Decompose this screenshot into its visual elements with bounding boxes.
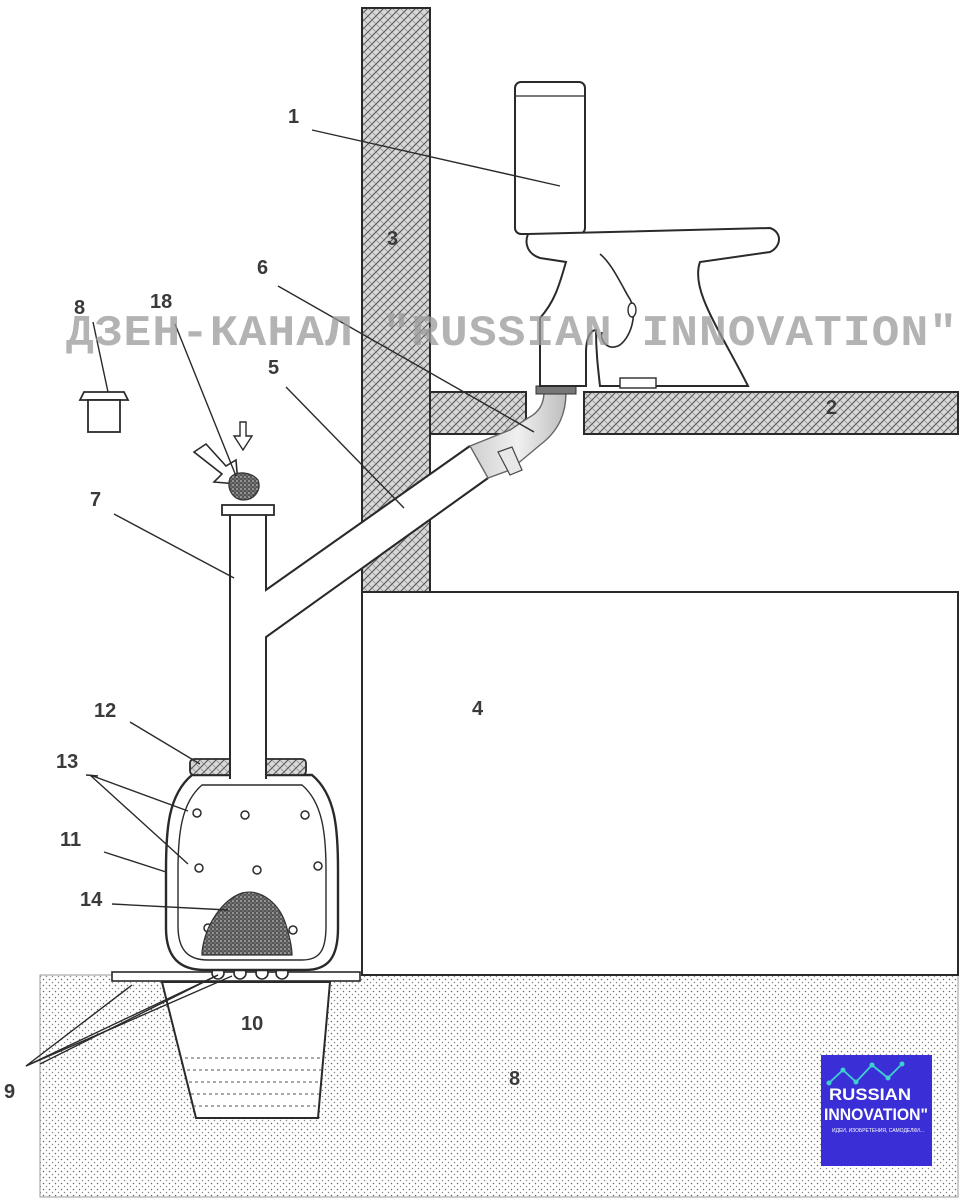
- label-5: 5: [268, 357, 279, 379]
- floor-slab-right: [583, 391, 959, 435]
- label-18: 18: [150, 291, 172, 313]
- label-9: 9: [4, 1081, 15, 1103]
- label-1: 1: [288, 106, 299, 128]
- label-12: 12: [94, 700, 116, 722]
- label-10: 10: [241, 1013, 263, 1035]
- toilet: [514, 81, 780, 389]
- riser-pipe: [221, 445, 489, 779]
- wall: [361, 7, 431, 593]
- label-8-cap: 8: [74, 297, 85, 319]
- label-14: 14: [80, 889, 103, 911]
- container: [164, 773, 340, 972]
- label-3: 3: [387, 228, 398, 250]
- label-2: 2: [826, 397, 837, 419]
- filler-pile: [201, 891, 293, 956]
- logo-line2: INNOVATION": [824, 1105, 928, 1124]
- drain-outlet: [468, 385, 577, 479]
- logo-tagline: ИДЕИ, ИЗОБРЕТЕНИЯ, САМОДЕЛКИ...: [832, 1128, 924, 1134]
- cesspit: [160, 981, 332, 1119]
- label-8-ground: 8: [509, 1068, 520, 1090]
- logo-graph-icon: [828, 1063, 903, 1084]
- pipe-cap-spare: [78, 391, 130, 433]
- label-13: 13: [56, 751, 78, 773]
- floor-slab-left: [429, 391, 527, 435]
- leader-lines: [25, 129, 561, 1067]
- label-7: 7: [90, 489, 101, 511]
- toilet-tank: [514, 81, 586, 235]
- channel-logo: RUSSIAN INNOVATION" ИДЕИ, ИЗОБРЕТЕНИЯ, С…: [821, 1055, 932, 1166]
- foundation-block: [361, 591, 959, 976]
- label-4: 4: [472, 698, 484, 720]
- toilet-bowl: [525, 226, 780, 387]
- down-arrow-icon: [232, 421, 254, 452]
- label-11: 11: [60, 829, 81, 851]
- riser-cap: [221, 504, 275, 516]
- watermark: ДЗЕН-КАНАЛ "RUSSIAN INNOVATION": [66, 309, 958, 359]
- label-6: 6: [257, 257, 268, 279]
- filler-scoop: [192, 442, 260, 501]
- logo-line1: RUSSIAN: [829, 1085, 911, 1104]
